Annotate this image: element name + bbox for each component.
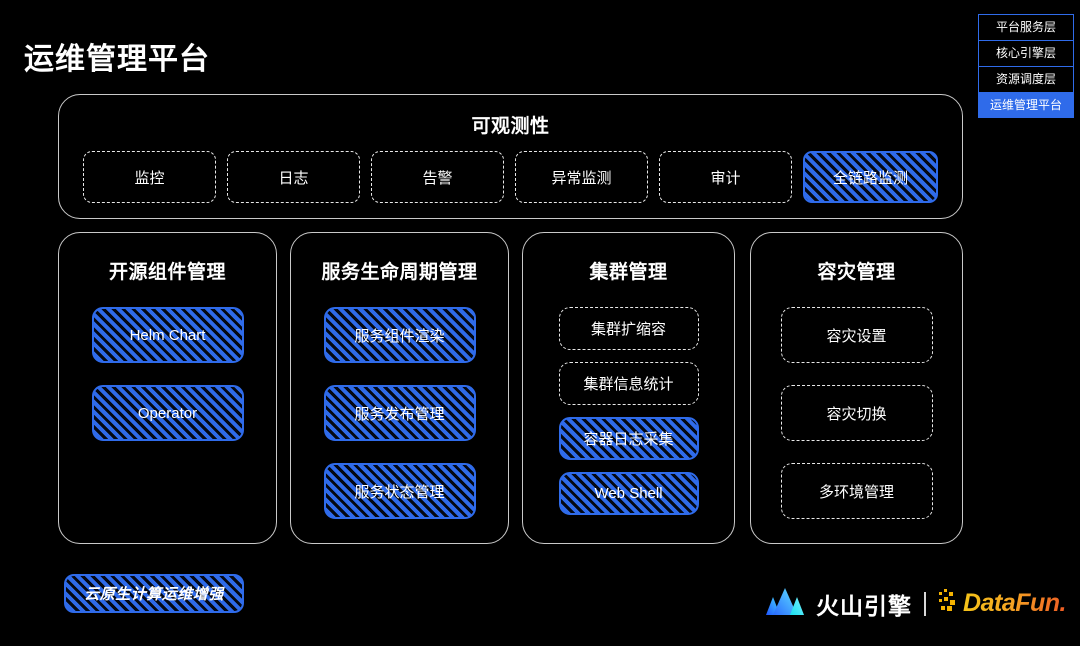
column-items: 服务组件渲染服务发布管理服务状态管理 — [291, 307, 508, 519]
legend-item-3[interactable]: 运维管理平台 — [978, 92, 1074, 118]
datafun-logo: DataFun. — [938, 588, 1066, 619]
column-item-label: 集群信息统计 — [583, 376, 674, 393]
column-2-item-0[interactable]: 集群扩缩容 — [558, 307, 699, 350]
column-item-label: Operator — [137, 404, 198, 422]
column-2-item-2[interactable]: 容器日志采集 — [558, 417, 699, 460]
column-item-label: 容灾切换 — [826, 405, 887, 423]
observability-item-label: 监控 — [134, 169, 165, 187]
cloud-native-enhancement-badge[interactable]: 云原生计算运维增强 — [64, 574, 244, 613]
column-1-item-1[interactable]: 服务发布管理 — [323, 385, 476, 441]
legend-item-1[interactable]: 核心引擎层 — [978, 40, 1074, 66]
column-2-item-1[interactable]: 集群信息统计 — [558, 362, 699, 405]
column-0-item-0[interactable]: Helm Chart — [91, 307, 244, 363]
column-items: 容灾设置容灾切换多环境管理 — [751, 307, 962, 519]
column-panel-cluster-management: 集群管理 集群扩缩容集群信息统计容器日志采集 Web Shell — [522, 232, 735, 544]
column-1-item-2[interactable]: 服务状态管理 — [323, 463, 476, 519]
volcano-engine-icon — [763, 586, 807, 621]
column-panel-service-lifecycle: 服务生命周期管理 服务组件渲染服务发布管理服务状态管理 — [290, 232, 509, 544]
column-3-item-1[interactable]: 容灾切换 — [780, 385, 933, 441]
column-item-label: Web Shell — [594, 485, 663, 502]
column-item-label: 集群扩缩容 — [590, 321, 666, 338]
volcano-engine-text: 火山引擎 — [816, 592, 913, 619]
column-1-item-0[interactable]: 服务组件渲染 — [323, 307, 476, 363]
observability-items: 监控 日志 告警 异常监测 审计 全链路监测 — [83, 151, 938, 203]
datafun-dots-icon — [938, 588, 960, 619]
column-title: 服务生命周期管理 — [321, 262, 478, 283]
column-title: 集群管理 — [589, 262, 668, 283]
column-item-label: Helm Chart — [129, 326, 206, 344]
observability-item-5[interactable]: 全链路监测 — [803, 151, 938, 203]
legend-item-0[interactable]: 平台服务层 — [978, 14, 1074, 40]
observability-item-label: 异常监测 — [551, 169, 612, 187]
observability-item-1[interactable]: 日志 — [227, 151, 360, 203]
observability-item-3[interactable]: 异常监测 — [515, 151, 648, 203]
column-item-label: 服务状态管理 — [354, 483, 445, 501]
column-3-item-0[interactable]: 容灾设置 — [780, 307, 933, 363]
badge-label: 云原生计算运维增强 — [84, 586, 224, 603]
layer-legend: 平台服务层核心引擎层资源调度层运维管理平台 — [978, 14, 1074, 118]
observability-item-label: 全链路监测 — [832, 169, 908, 187]
column-title: 容灾管理 — [817, 262, 896, 283]
datafun-text: DataFun. — [963, 589, 1066, 617]
observability-item-0[interactable]: 监控 — [83, 151, 216, 203]
column-items: 集群扩缩容集群信息统计容器日志采集 Web Shell — [523, 307, 734, 515]
observability-item-label: 日志 — [278, 169, 309, 187]
observability-item-4[interactable]: 审计 — [659, 151, 792, 203]
logo-separator — [924, 591, 927, 616]
column-2-item-3[interactable]: Web Shell — [558, 472, 699, 515]
column-3-item-2[interactable]: 多环境管理 — [780, 463, 933, 519]
column-item-label: 服务组件渲染 — [354, 327, 445, 345]
observability-item-label: 告警 — [422, 169, 453, 187]
legend-item-2[interactable]: 资源调度层 — [978, 66, 1074, 92]
column-item-label: 服务发布管理 — [354, 405, 445, 423]
page-title: 运维管理平台 — [24, 43, 210, 76]
volcano-engine-logo: 火山引擎 — [763, 586, 912, 621]
column-title: 开源组件管理 — [108, 262, 226, 283]
column-item-label: 多环境管理 — [818, 483, 894, 501]
observability-panel: 可观测性 监控 日志 告警 异常监测 审计 全链路监测 — [58, 94, 963, 219]
observability-item-2[interactable]: 告警 — [371, 151, 504, 203]
column-panel-disaster-recovery: 容灾管理 容灾设置容灾切换多环境管理 — [750, 232, 963, 544]
column-item-label: 容器日志采集 — [583, 431, 674, 448]
observability-item-label: 审计 — [710, 169, 741, 187]
footer-logos: 火山引擎 DataFun. — [763, 586, 1066, 621]
observability-title: 可观测性 — [471, 116, 550, 137]
column-item-label: 容灾设置 — [826, 327, 887, 345]
column-0-item-1[interactable]: Operator — [91, 385, 244, 441]
